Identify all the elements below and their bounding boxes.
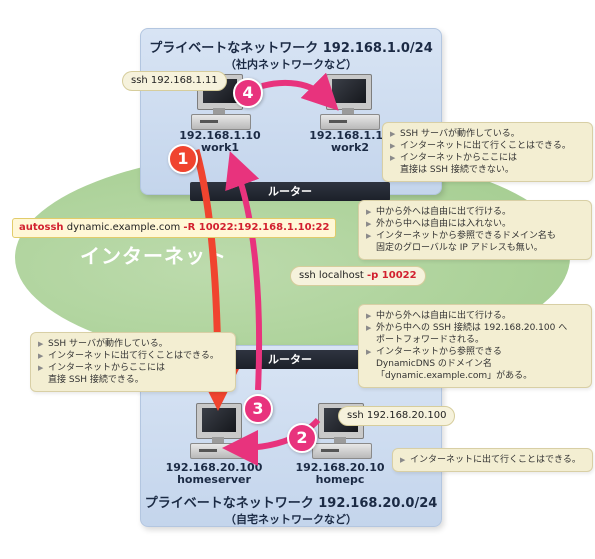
step1-command-option: -R 10022:192.168.1.10:22 — [183, 222, 330, 233]
office-router-note: 中から外へは自由に出て行ける。 外から中へは自由には入れない。 インターネットか… — [358, 200, 592, 260]
homepc-name: homepc — [315, 473, 365, 486]
work2-note-line: SSH サーバが動作している。 — [390, 128, 585, 140]
homepc-note: インターネットに出て行くことはできる。 — [392, 448, 593, 472]
homeserver-note-line: インターネットからここには — [38, 362, 228, 374]
office-router-note-line: インターネットから参照できるドメイン名も — [366, 230, 584, 242]
work1-ip: 192.168.1.10 — [179, 129, 261, 142]
step3-command-option: -p 10022 — [367, 270, 417, 281]
homeserver-note-line: 直接 SSH 接続できる。 — [48, 375, 144, 385]
step-4-badge: 4 — [233, 78, 263, 108]
step4-command: ssh 192.168.1.11 — [122, 71, 227, 91]
step4-arrow — [261, 72, 339, 111]
step3-command: ssh localhost -p 10022 — [290, 266, 426, 286]
home-router-note-line: インターネットから参照できる — [366, 346, 584, 358]
homeserver-name: homeserver — [177, 473, 251, 486]
step3-command-prefix: ssh localhost — [299, 270, 368, 281]
step2-arrow — [222, 417, 321, 466]
home-router-note-line: DynamicDNS のドメイン名 — [376, 359, 492, 369]
step-3-badge: 3 — [243, 394, 273, 424]
work2-note-line: 直接は SSH 接続できない。 — [400, 165, 514, 175]
homeserver-note-line: インターネットに出て行くことはできる。 — [38, 350, 228, 362]
work2-note: SSH サーバが動作している。 インターネットに出て行くことはできる。 インター… — [382, 122, 593, 182]
office-router-note-line: 固定のグローバルな IP アドレスも無い。 — [376, 243, 543, 253]
home-router-note-line: 中から外へは自由に出て行ける。 — [366, 310, 584, 322]
office-network-title-main: プライベートなネットワーク 192.168.1.0/24 — [149, 41, 433, 56]
home-router-note-line: 「dynamic.example.com」がある。 — [376, 371, 533, 381]
homepc-ip: 192.168.20.10 — [295, 461, 385, 474]
work2-ip: 192.168.1.11 — [309, 129, 391, 142]
step4-command-text: ssh 192.168.1.11 — [131, 75, 218, 86]
work2-name: work2 — [330, 141, 370, 154]
step1-command-prefix: autossh — [19, 222, 64, 233]
home-network-subtitle: （自宅ネットワークなど） — [225, 513, 357, 526]
office-network-subtitle: （社内ネットワークなど） — [225, 58, 357, 71]
homeserver-note: SSH サーバが動作している。 インターネットに出て行くことはできる。 インター… — [30, 332, 236, 392]
home-network-title: プライベートなネットワーク 192.168.20.0/24 （自宅ネットワークな… — [141, 492, 441, 527]
office-router-label: ルーター — [268, 185, 312, 198]
step-2-badge: 2 — [287, 423, 317, 453]
work1-name: work1 — [200, 141, 240, 154]
step2-command-text: ssh 192.168.20.100 — [347, 410, 447, 421]
home-router-note-line: 外から中への SSH 接続は 192.168.20.100 へ — [366, 322, 584, 334]
step1-command-host: dynamic.example.com — [63, 222, 184, 233]
home-router-note: 中から外へは自由に出て行ける。 外から中への SSH 接続は 192.168.2… — [358, 304, 592, 388]
homepc-label: 192.168.20.10 homepc — [290, 462, 390, 486]
work2-label: 192.168.1.11 work2 — [300, 130, 400, 154]
homepc-note-line: インターネットに出て行くことはできる。 — [400, 454, 585, 466]
home-router: ルーター — [190, 350, 390, 369]
homeserver-note-line: SSH サーバが動作している。 — [38, 338, 228, 350]
office-router-note-line: 外から中へは自由には入れない。 — [366, 218, 584, 230]
internet-label: インターネット — [80, 244, 227, 268]
step1-command: autossh dynamic.example.com -R 10022:192… — [12, 218, 337, 238]
step-1-badge: 1 — [168, 144, 198, 174]
work2-note-line: インターネットに出て行くことはできる。 — [390, 140, 585, 152]
step3-arrow — [225, 151, 263, 391]
office-network-title: プライベートなネットワーク 192.168.1.0/24 （社内ネットワークなど… — [141, 37, 441, 72]
work2-note-line: インターネットからここには — [390, 152, 585, 164]
home-router-note-line: ポートフォワードされる。 — [376, 335, 485, 345]
step2-command: ssh 192.168.20.100 — [338, 406, 456, 426]
office-router-note-line: 中から外へは自由に出て行ける。 — [366, 206, 584, 218]
work1-label: 192.168.1.10 work1 — [170, 130, 270, 154]
home-network-title-main: プライベートなネットワーク 192.168.20.0/24 — [144, 496, 438, 511]
home-router-label: ルーター — [268, 353, 312, 366]
